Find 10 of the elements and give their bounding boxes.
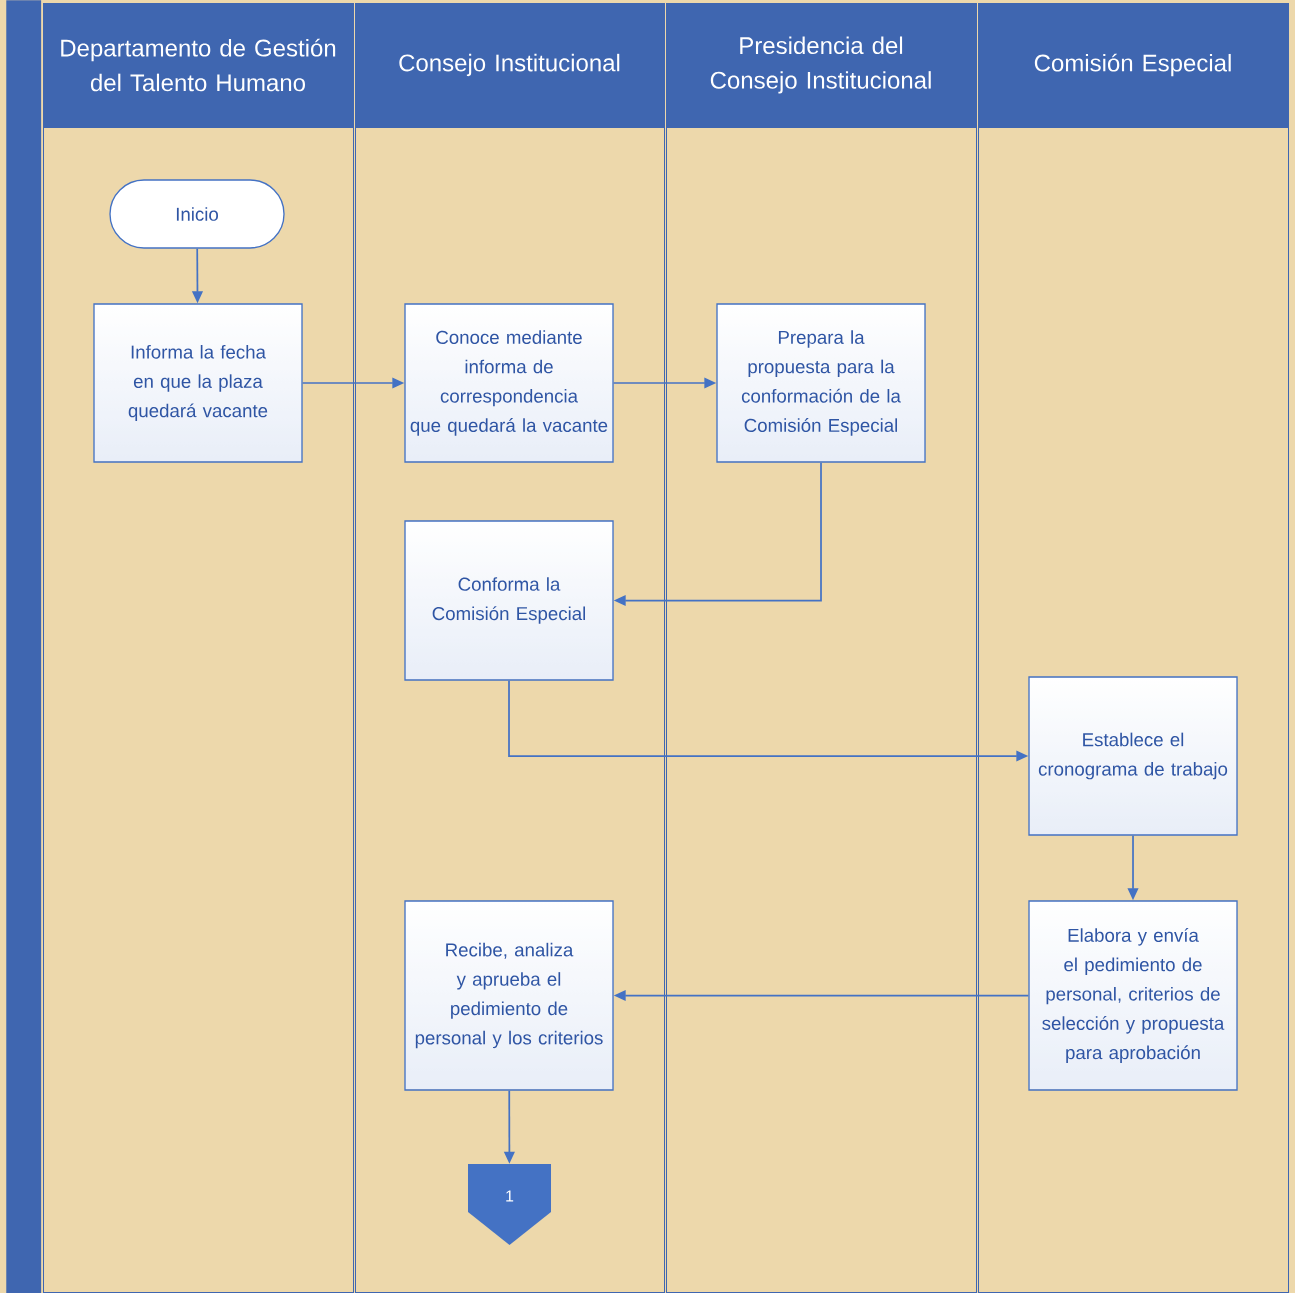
process-box: Elabora y envía el pedimiento de personal, criterios de selección y propuesta para aprobación xyxy=(1028,900,1238,1091)
process-box: Recibe, analiza y aprueba el pedimiento de personal y los criterios xyxy=(404,900,614,1091)
process-box: Informa la fecha en que la plaza quedará vacante xyxy=(93,303,303,463)
side-band xyxy=(6,0,42,1293)
process-box: Establece el cronograma de trabajo xyxy=(1028,676,1238,836)
process-box: Conoce mediante informa de correspondencia que quedará la vacante xyxy=(404,303,614,463)
process-box: Prepara la propuesta para la conformación de la Comisión Especial xyxy=(716,303,926,463)
process-box: Conforma la Comisión Especial xyxy=(404,520,614,681)
off-page-connector: 1 xyxy=(468,1164,551,1245)
start-terminator: Inicio xyxy=(109,179,285,249)
